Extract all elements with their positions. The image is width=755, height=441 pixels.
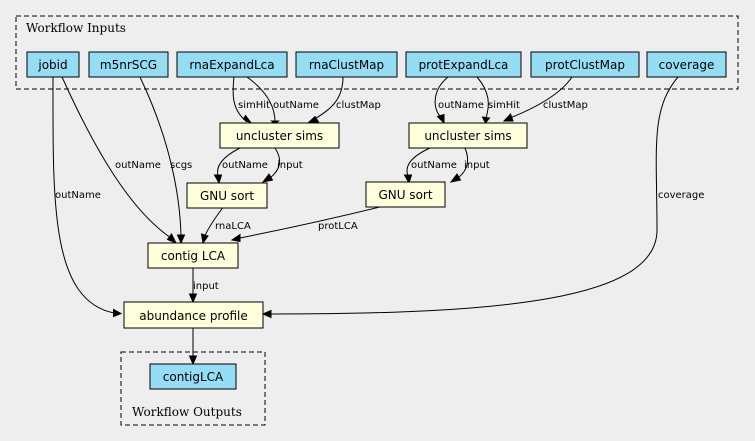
input-node-rnaexpandlca[interactable]: rnaExpandLca xyxy=(176,51,288,78)
step-label-sort-rna: GNU sort xyxy=(200,189,254,203)
step-node-uncluster-rna[interactable]: uncluster sims xyxy=(219,122,340,149)
edge-sort-prot-protlca xyxy=(230,205,385,243)
input-node-m5nrscg[interactable]: m5nrSCG xyxy=(88,51,169,78)
label-prot-simhit: simHit xyxy=(488,100,520,111)
workflow-inputs-title: Workflow Inputs xyxy=(26,21,126,35)
input-label-jobid: jobid xyxy=(37,58,67,72)
step-node-sort-prot[interactable]: GNU sort xyxy=(365,181,446,208)
label-rna-outname: outName xyxy=(273,100,319,111)
input-label-rnaclustmap: rnaClustMap xyxy=(309,58,384,72)
input-label-protclustmap: protClustMap xyxy=(545,58,625,72)
input-node-coverage[interactable]: coverage xyxy=(646,51,727,78)
edge-uncluster-rna-outname xyxy=(213,147,241,185)
edge-lca-abundance-input xyxy=(188,268,198,304)
input-label-protexpandlca: protExpandLca xyxy=(419,58,509,72)
step-label-uncluster-rna: uncluster sims xyxy=(236,129,323,143)
label-jobid-outname: outName xyxy=(55,190,101,201)
label-abund-coverage: coverage xyxy=(658,190,704,201)
edge-rnaclustmap-clustmap xyxy=(306,76,344,124)
input-node-rnaclustmap[interactable]: rnaClustMap xyxy=(295,51,398,78)
step-label-contig-lca: contig LCA xyxy=(161,249,226,263)
edge-uncluster-prot-input xyxy=(449,147,469,183)
edge-jobid-abundance-outname xyxy=(52,76,123,318)
label-rnalca: rnaLCA xyxy=(215,221,251,232)
label-prot-sort-outname: outName xyxy=(411,160,457,171)
label-prot-clustmap: clustMap xyxy=(543,100,588,111)
step-label-uncluster-prot: uncluster sims xyxy=(424,129,511,143)
label-abund-input: input xyxy=(193,281,219,292)
edge-sort-rna-rnalca xyxy=(200,205,225,245)
label-rna-sort-outname: outName xyxy=(222,160,268,171)
input-label-m5nrscg: m5nrSCG xyxy=(100,58,157,72)
output-node-contiglca[interactable]: contigLCA xyxy=(149,363,237,390)
label-prot-sort-input: input xyxy=(464,160,490,171)
input-label-coverage: coverage xyxy=(659,58,715,72)
output-label-contiglca: contigLCA xyxy=(163,370,224,384)
input-node-protclustmap[interactable]: protClustMap xyxy=(530,51,640,78)
edge-m5nrscg-scgs xyxy=(139,76,186,245)
workflow-inputs-cluster: Workflow Inputs xyxy=(15,15,739,90)
label-rna-sort-input: input xyxy=(277,160,303,171)
edge-protclustmap-clustmap xyxy=(502,76,573,122)
edge-uncluster-prot-outname xyxy=(403,147,431,185)
edge-rnaexpandlca-simhit xyxy=(232,76,253,125)
label-rna-clustmap: clustMap xyxy=(336,100,381,111)
edge-uncluster-rna-input xyxy=(261,147,281,183)
input-node-jobid[interactable]: jobid xyxy=(26,51,80,78)
step-node-sort-rna[interactable]: GNU sort xyxy=(186,182,268,209)
workflow-outputs-title: Workflow Outputs xyxy=(132,405,242,419)
edge-abundance-contiglca xyxy=(188,328,198,366)
edge-jobid-lca-outname xyxy=(61,76,178,244)
step-node-contig-lca[interactable]: contig LCA xyxy=(147,242,239,269)
step-label-sort-prot: GNU sort xyxy=(378,188,432,202)
step-label-abundance-profile: abundance profile xyxy=(139,309,247,323)
label-lca-outname: outName xyxy=(115,160,161,171)
edge-protexpandlca-simhit xyxy=(476,76,491,124)
label-rna-simhit: simHit xyxy=(238,100,270,111)
step-node-abundance-profile[interactable]: abundance profile xyxy=(123,301,264,329)
step-node-uncluster-prot[interactable]: uncluster sims xyxy=(408,122,528,149)
label-lca-scgs: scgs xyxy=(170,160,192,171)
edge-coverage-abundance xyxy=(261,76,679,319)
input-node-protexpandlca[interactable]: protExpandLca xyxy=(405,51,522,78)
input-label-rnaexpandlca: rnaExpandLca xyxy=(189,58,274,72)
edge-protexpandlca-outname xyxy=(434,76,449,125)
label-prot-outname: outName xyxy=(438,100,484,111)
label-protlca: protLCA xyxy=(318,221,358,232)
